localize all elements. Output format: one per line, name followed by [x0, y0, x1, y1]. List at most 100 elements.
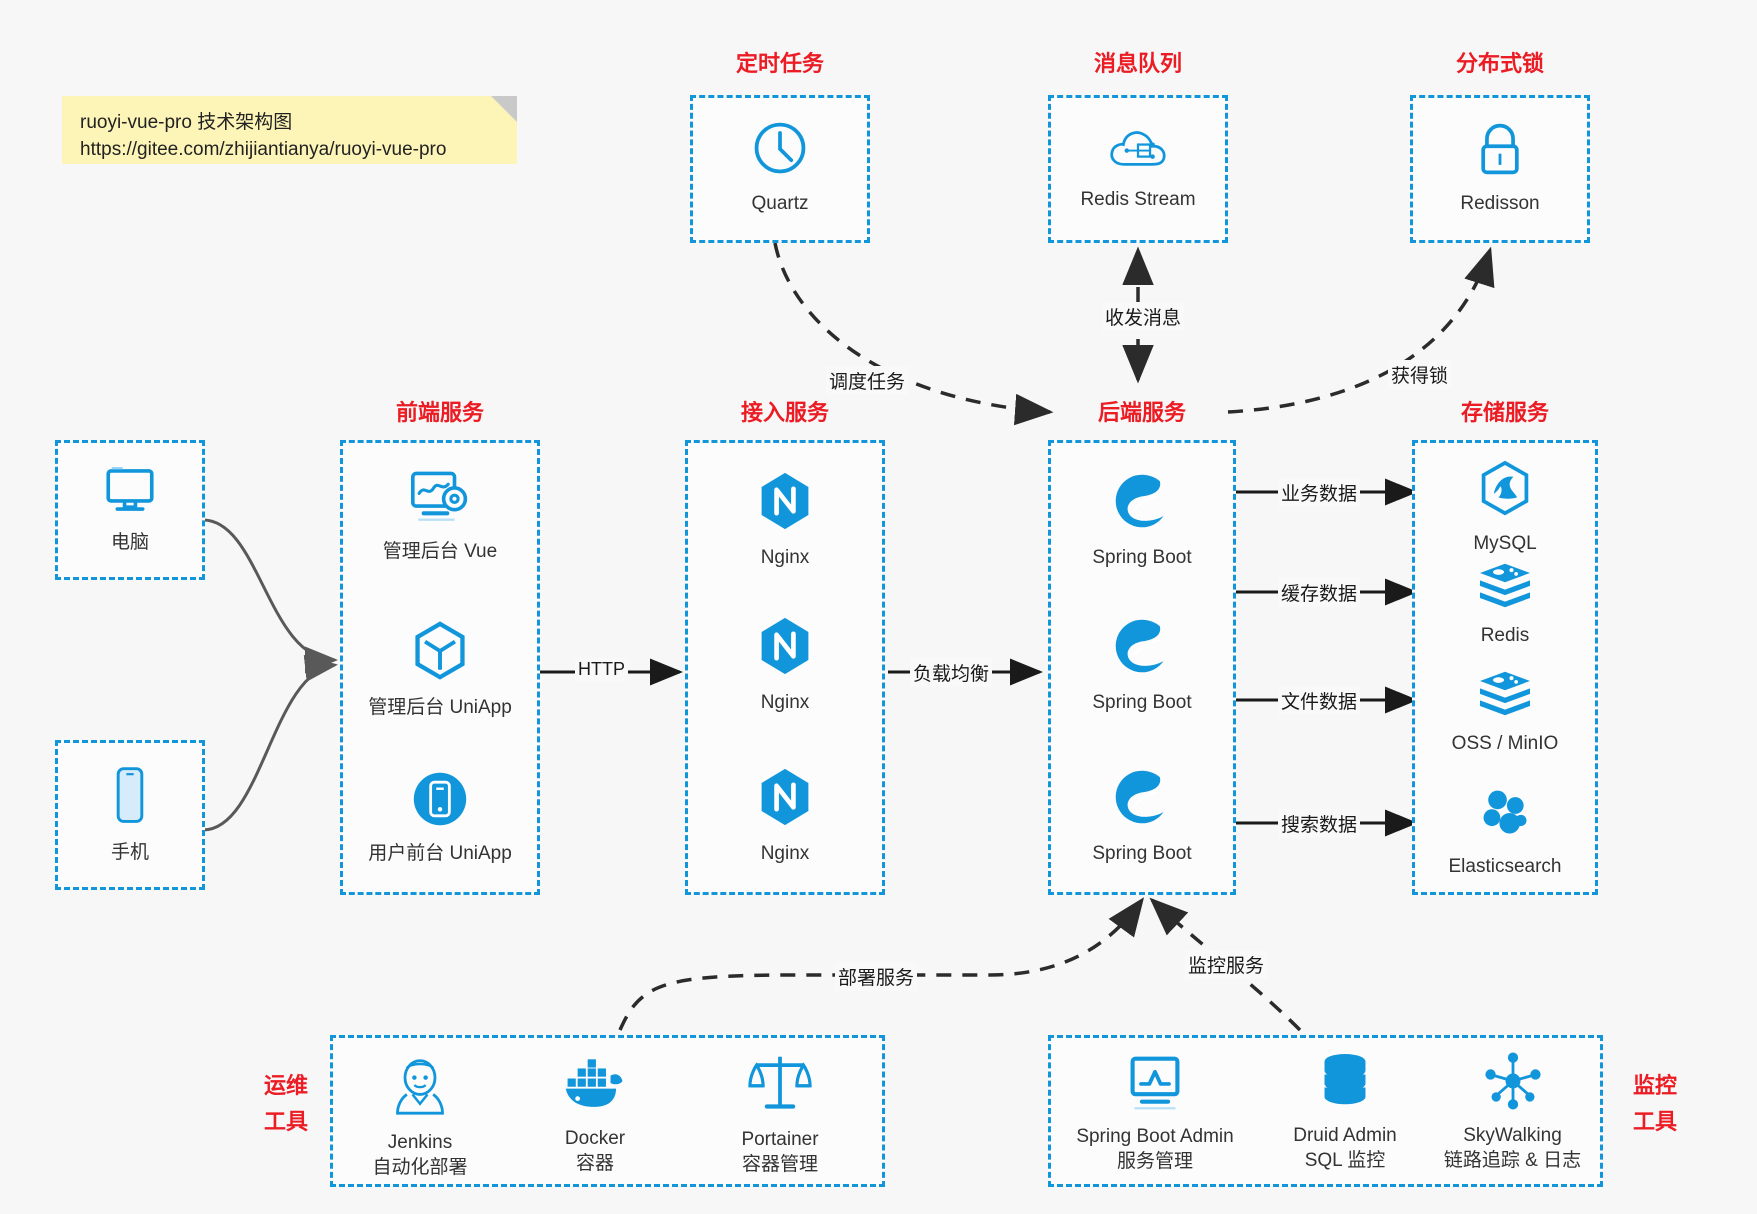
group-title-scheduler: 定时任务: [735, 51, 824, 76]
node-spring-boot-1[interactable]: Spring Boot: [1048, 470, 1236, 570]
nginx-icon: [756, 470, 814, 537]
node-label: 用户前台 UniApp: [368, 843, 512, 864]
node-label: SkyWalking: [1463, 1125, 1562, 1146]
node-sublabel: 服务管理: [1116, 1151, 1193, 1172]
node-label: Spring Boot: [1092, 843, 1192, 864]
node-spring-boot-2[interactable]: Spring Boot: [1048, 615, 1236, 715]
database-icon: [1318, 1052, 1372, 1115]
group-box-mq: [1048, 95, 1228, 243]
node-label: Jenkins: [387, 1132, 453, 1153]
node-label: Quartz: [751, 193, 809, 214]
node-label: Redisson: [1460, 193, 1540, 214]
node-sublabel: 自动化部署: [372, 1157, 468, 1178]
node-label: Redis Stream: [1080, 189, 1196, 210]
mobile-circle-icon: [411, 770, 469, 833]
group-box-scheduler: [690, 95, 870, 243]
group-title-monitor-line1: 监控: [1632, 1073, 1677, 1098]
group-title-backend: 后端服务: [1097, 400, 1186, 425]
node-label: Druid Admin: [1293, 1125, 1397, 1146]
note-line-title: ruoyi-vue-pro 技术架构图: [80, 112, 293, 133]
node-jenkins[interactable]: Jenkins 自动化部署: [340, 1055, 500, 1180]
note-fold-corner: [491, 96, 517, 122]
group-title-devops-line1: 运维: [263, 1073, 308, 1098]
diagram-note: ruoyi-vue-pro 技术架构图 https://gitee.com/zh…: [62, 96, 517, 164]
node-quartz[interactable]: Quartz: [690, 118, 870, 216]
monitor-chart-icon: [1125, 1055, 1185, 1116]
edge-label-acquire-lock: 获得锁: [1388, 360, 1452, 389]
clock-icon: [750, 118, 810, 183]
group-title-lock: 分布式锁: [1455, 51, 1544, 76]
node-nginx-2[interactable]: Nginx: [685, 615, 885, 715]
cloud-stream-icon: [1107, 122, 1169, 179]
node-label: Spring Boot: [1092, 692, 1192, 713]
spring-icon: [1111, 470, 1173, 537]
node-nginx-1[interactable]: Nginx: [685, 470, 885, 570]
node-desktop[interactable]: 电脑: [55, 463, 205, 555]
group-title-mq: 消息队列: [1093, 51, 1182, 76]
node-sublabel: SQL 监控: [1304, 1150, 1386, 1171]
redis-icon: [1476, 560, 1534, 615]
node-spring-boot-3[interactable]: Spring Boot: [1048, 766, 1236, 866]
node-user-uniapp[interactable]: 用户前台 UniApp: [340, 770, 540, 866]
node-portainer[interactable]: Portainer 容器管理: [695, 1052, 865, 1177]
node-label: Elasticsearch: [1448, 856, 1562, 877]
nginx-icon: [756, 615, 814, 682]
node-admin-vue[interactable]: 管理后台 Vue: [340, 468, 540, 564]
nginx-icon: [756, 766, 814, 833]
node-sublabel: 容器管理: [741, 1154, 818, 1175]
jenkins-icon: [390, 1055, 450, 1122]
node-druid-admin[interactable]: Druid Admin SQL 监控: [1260, 1052, 1430, 1173]
elasticsearch-icon: [1477, 785, 1533, 846]
edge-label-file-data: 文件数据: [1278, 686, 1361, 715]
skywalking-icon: [1484, 1052, 1542, 1115]
node-label: Redis: [1480, 625, 1530, 646]
group-title-storage: 存储服务: [1460, 400, 1549, 425]
node-elasticsearch[interactable]: Elasticsearch: [1412, 785, 1598, 879]
edge-label-biz-data: 业务数据: [1278, 478, 1361, 507]
edge-label-deploy-service: 部署服务: [835, 962, 918, 991]
node-label: Docker: [564, 1128, 626, 1149]
node-sublabel: 链路追踪 & 日志: [1443, 1150, 1582, 1171]
docker-icon: [563, 1055, 627, 1118]
group-title-gateway: 接入服务: [740, 400, 829, 425]
node-label: Portainer: [741, 1129, 819, 1150]
node-label: OSS / MinIO: [1451, 733, 1559, 754]
group-title-monitor-line2: 工具: [1632, 1109, 1677, 1134]
group-box-lock: [1410, 95, 1590, 243]
node-redisson[interactable]: Redisson: [1410, 120, 1590, 216]
edge-label-schedule-task: 调度任务: [826, 366, 909, 395]
node-label: Nginx: [760, 843, 810, 864]
edge-label-load-balance: 负载均衡: [910, 658, 993, 687]
node-label: 管理后台 Vue: [382, 541, 498, 562]
redis-icon: [1476, 668, 1534, 723]
dashboard-gear-icon: [407, 468, 473, 531]
note-line-url: https://gitee.com/zhijiantianya/ruoyi-vu…: [80, 139, 447, 160]
node-skywalking[interactable]: SkyWalking 链路追踪 & 日志: [1425, 1052, 1600, 1173]
edge-label-mq-message: 收发消息: [1102, 302, 1185, 331]
node-mobile[interactable]: 手机: [55, 765, 205, 865]
node-label: MySQL: [1473, 533, 1537, 554]
mobile-icon: [110, 765, 150, 832]
edge-label-cache-data: 缓存数据: [1278, 578, 1361, 607]
node-mysql[interactable]: MySQL: [1412, 460, 1598, 556]
node-redis[interactable]: Redis: [1412, 560, 1598, 648]
node-redis-stream[interactable]: Redis Stream: [1048, 122, 1228, 212]
lock-icon: [1472, 120, 1528, 183]
scales-icon: [748, 1052, 812, 1119]
node-label: 手机: [110, 842, 149, 863]
node-admin-uniapp[interactable]: 管理后台 UniApp: [340, 620, 540, 720]
node-label: Spring Boot Admin: [1076, 1126, 1234, 1147]
group-title-devops-line2: 工具: [263, 1109, 308, 1134]
desktop-icon: [101, 463, 159, 522]
node-label: Spring Boot: [1092, 547, 1192, 568]
node-docker[interactable]: Docker 容器: [515, 1055, 675, 1176]
node-spring-boot-admin[interactable]: Spring Boot Admin 服务管理: [1055, 1055, 1255, 1174]
spring-icon: [1111, 766, 1173, 833]
edge-label-monitor-service: 监控服务: [1185, 950, 1268, 979]
mysql-icon: [1478, 460, 1532, 523]
edge-label-http: HTTP: [575, 658, 628, 681]
node-oss-minio[interactable]: OSS / MinIO: [1412, 668, 1598, 756]
group-title-frontend: 前端服务: [395, 400, 484, 425]
node-nginx-3[interactable]: Nginx: [685, 766, 885, 866]
